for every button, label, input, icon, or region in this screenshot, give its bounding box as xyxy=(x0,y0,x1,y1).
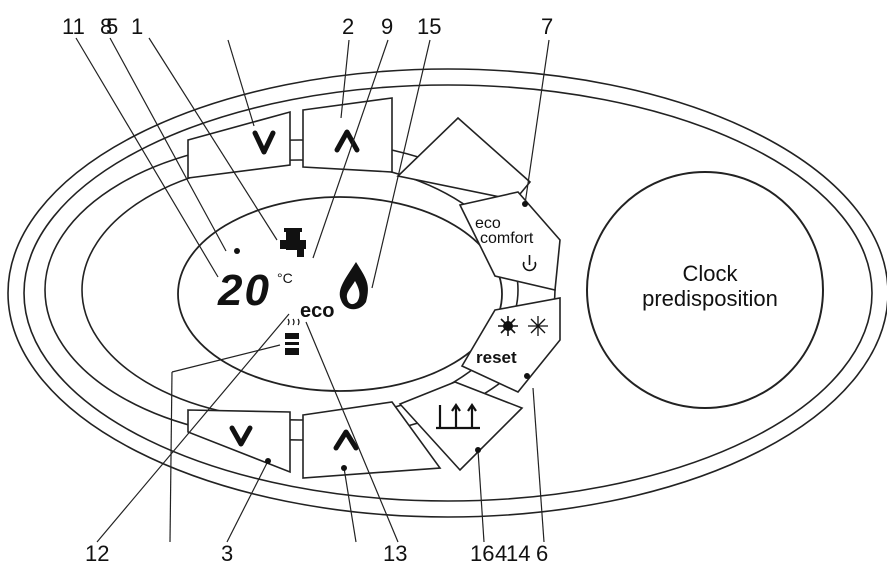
eco-indicator: eco xyxy=(300,300,334,322)
leader-lines-top xyxy=(75,37,550,289)
leader-dot-4 xyxy=(341,465,347,471)
boiler-heater-icon xyxy=(285,318,300,355)
clock-circle xyxy=(586,171,824,409)
seven-segment-temperature: 20 °C xyxy=(217,266,293,315)
callout-2: 2 xyxy=(342,14,355,39)
callout-16: 16 xyxy=(470,541,495,566)
leader-dot-3 xyxy=(265,458,271,464)
panel-outer-ring xyxy=(7,68,887,518)
chevron-up-icon xyxy=(333,429,359,451)
chevron-up-icon xyxy=(334,129,360,153)
snowflake-icon xyxy=(528,316,548,336)
callout-4: 4 xyxy=(495,541,508,566)
comfort-label: comfort xyxy=(480,230,534,247)
callout-12: 12 xyxy=(85,541,110,566)
ch-up-button[interactable] xyxy=(302,401,442,479)
eco-label: eco xyxy=(475,215,501,232)
callout-11: 11 xyxy=(62,14,85,39)
callout-9: 9 xyxy=(381,14,394,39)
panel-inner-ring xyxy=(23,84,873,502)
leader-dot-8 xyxy=(234,248,240,254)
clock-label-line1: Clock xyxy=(682,261,738,286)
dhw-up-button[interactable] xyxy=(302,97,393,173)
callout-15: 15 xyxy=(417,14,442,39)
callout-14: 14 xyxy=(506,541,531,566)
heating-button[interactable] xyxy=(398,381,524,472)
temperature-value: 20 xyxy=(217,266,271,315)
clock-label-line2: predisposition xyxy=(642,286,778,311)
callout-6: 6 xyxy=(536,541,549,566)
reset-dot xyxy=(524,373,530,379)
callout-3: 3 xyxy=(221,541,234,566)
radiator-icon xyxy=(436,403,480,430)
callout-13: 13 xyxy=(383,541,408,566)
blank-button[interactable] xyxy=(396,116,532,201)
leader-lines-bottom xyxy=(96,313,545,543)
callout-8: 8 xyxy=(100,14,113,39)
power-icon xyxy=(522,255,537,272)
chevron-down-icon xyxy=(252,130,276,155)
lcd-display xyxy=(177,196,503,392)
ch-down-button[interactable] xyxy=(187,409,291,474)
flame-icon xyxy=(339,262,368,310)
callout-5: 5 xyxy=(106,14,119,39)
eco-comfort-button[interactable]: eco comfort xyxy=(458,191,561,291)
tap-icon xyxy=(280,228,306,257)
callout-7: 7 xyxy=(541,14,554,39)
leader-dot-16 xyxy=(475,447,481,453)
sun-icon xyxy=(498,316,518,336)
temperature-unit: °C xyxy=(277,270,293,286)
reset-label: reset xyxy=(476,348,517,367)
reset-button[interactable]: reset xyxy=(460,297,561,393)
leader-dot-7 xyxy=(522,201,528,207)
button-band-inner xyxy=(81,159,519,421)
callout-1: 1 xyxy=(131,14,144,39)
chevron-down-icon xyxy=(229,425,253,447)
dhw-down-button[interactable] xyxy=(187,110,291,179)
